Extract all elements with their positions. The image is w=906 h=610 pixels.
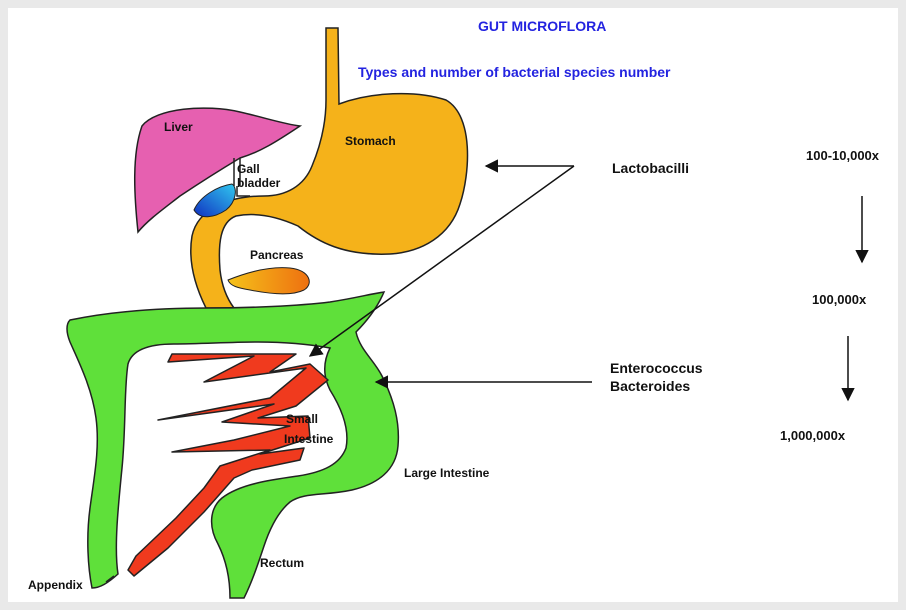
- label-bacteroides: Bacteroides: [610, 378, 690, 394]
- label-liver: Liver: [164, 120, 193, 134]
- count-1: 100-10,000x: [806, 148, 879, 163]
- label-lactobacilli: Lactobacilli: [612, 160, 689, 176]
- diagram-title: GUT MICROFLORA: [478, 18, 606, 34]
- label-rectum: Rectum: [260, 556, 304, 570]
- diagram-canvas: GUT MICROFLORA Types and number of bacte…: [8, 8, 898, 602]
- pancreas-shape: [228, 268, 309, 294]
- diagram-subtitle: Types and number of bacterial species nu…: [358, 64, 671, 80]
- count-2: 100,000x: [812, 292, 866, 307]
- label-bladder: bladder: [237, 176, 280, 190]
- label-pancreas: Pancreas: [250, 248, 303, 262]
- label-appendix: Appendix: [28, 578, 83, 592]
- label-stomach: Stomach: [345, 134, 396, 148]
- label-small-1: Small: [286, 412, 318, 426]
- gut-illustration: [8, 8, 898, 602]
- label-gall: Gall: [237, 162, 260, 176]
- label-enterococcus: Enterococcus: [610, 360, 703, 376]
- count-3: 1,000,000x: [780, 428, 845, 443]
- label-large-intestine: Large Intestine: [404, 466, 489, 480]
- label-small-2: Intestine: [284, 432, 333, 446]
